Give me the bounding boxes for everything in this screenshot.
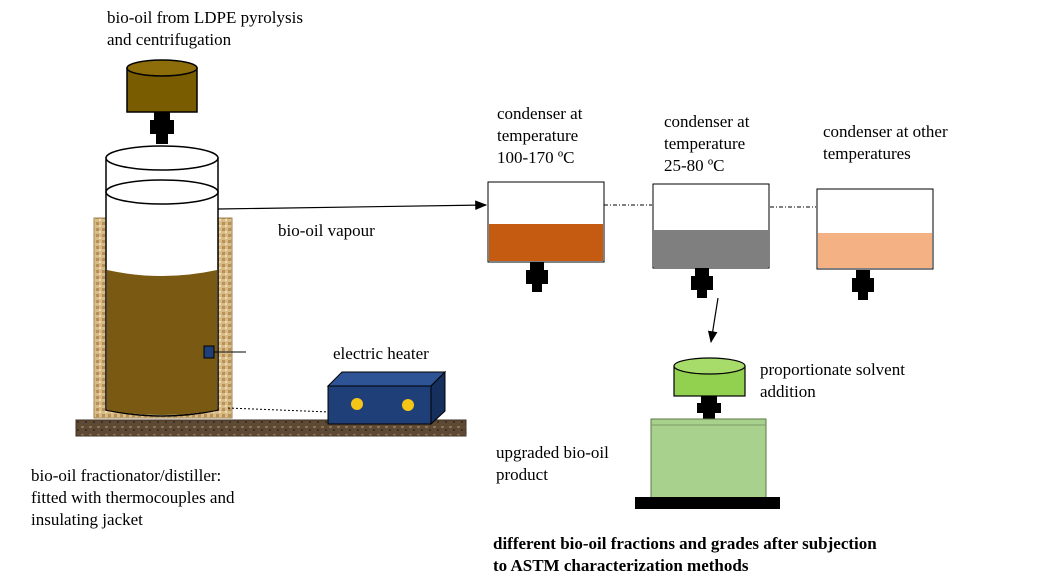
condenser-3 — [816, 188, 934, 300]
fraction-arrow — [707, 297, 719, 344]
feed-label: bio-oil from LDPE pyrolysis and centrifu… — [107, 8, 303, 49]
thermocouple-sensor — [203, 345, 246, 359]
figure-caption: different bio-oil fractions and grades a… — [493, 534, 877, 575]
vapour-label: bio-oil vapour — [278, 221, 375, 240]
heater-wire — [227, 407, 331, 413]
solvent-label: proportionate solvent addition — [760, 360, 905, 401]
heater-label: electric heater — [333, 344, 429, 363]
feed-container — [126, 59, 198, 144]
product-label: upgraded bio-oil product — [496, 443, 609, 484]
condenser-1-label: condenser at temperature 100-170 ºC — [497, 104, 583, 167]
vapour-arrow — [217, 200, 488, 210]
condenser-3-label: condenser at other temperatures — [823, 122, 948, 163]
fractionator-label: bio-oil fractionator/distiller: fitted w… — [31, 466, 235, 529]
condenser-1 — [487, 181, 605, 292]
solvent-container — [673, 357, 746, 419]
electric-heater — [326, 370, 447, 426]
distiller-vessel — [105, 145, 219, 417]
product-vessel — [635, 418, 780, 509]
condenser-2 — [652, 183, 770, 298]
condenser-2-label: condenser at temperature 25-80 ºC — [664, 112, 750, 175]
